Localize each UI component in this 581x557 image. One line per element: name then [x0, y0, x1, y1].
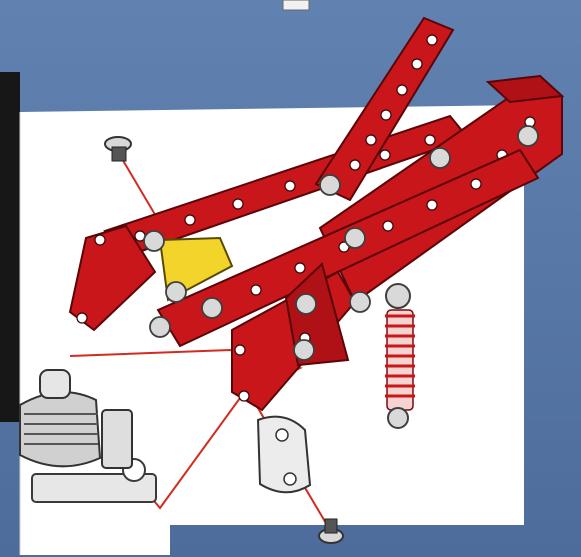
top-block — [283, 0, 309, 10]
dark-left-panel — [0, 72, 20, 422]
loose-plate — [258, 417, 310, 493]
